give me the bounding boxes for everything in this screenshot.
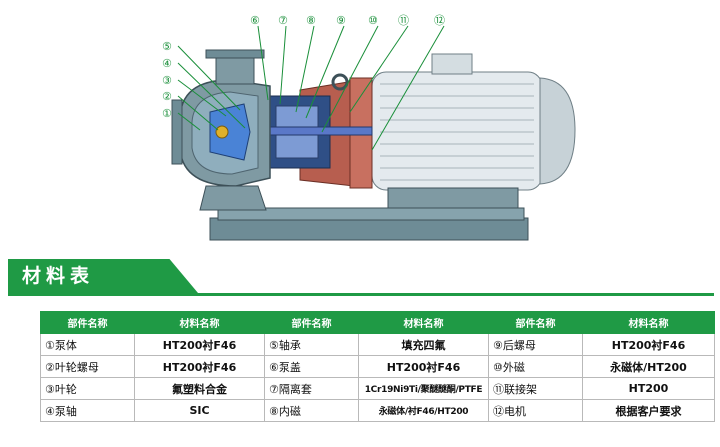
motor-terminal-box — [431, 53, 473, 75]
material-cell: HT200衬F46 — [582, 333, 715, 356]
table-header-row: 部件名称 材料名称 部件名称 材料名称 部件名称 材料名称 — [40, 311, 715, 334]
part-cell: ⑤轴承 — [264, 333, 359, 356]
material-cell: 永磁体/HT200 — [582, 355, 715, 378]
lifting-eye — [331, 73, 349, 91]
base-rail — [217, 207, 525, 221]
material-cell: HT200衬F46 — [134, 333, 265, 356]
callout-2: ② — [162, 90, 172, 103]
part-cell: ⑪联接架 — [488, 377, 583, 400]
pump-cutaway-diagram: ① ② ③ ④ ⑤ ⑥ ⑦ ⑧ ⑨ ⑩ ⑪ ⑫ — [162, 14, 576, 241]
header-part-name: 部件名称 — [488, 311, 583, 334]
table-row: ①泵体 HT200衬F46 ⑤轴承 填充四氟 ⑨后螺母 HT200衬F46 — [40, 333, 715, 356]
header-material-name: 材料名称 — [582, 311, 715, 334]
header-material-name: 材料名称 — [134, 311, 265, 334]
impeller-nut — [215, 125, 229, 139]
part-cell: ⑫电机 — [488, 399, 583, 422]
materials-table: 部件名称 材料名称 部件名称 材料名称 部件名称 材料名称 ①泵体 HT200衬… — [40, 311, 715, 422]
part-cell: ③叶轮 — [40, 377, 135, 400]
section-title: 材料表 — [22, 265, 95, 287]
header-part-name: 部件名称 — [264, 311, 359, 334]
suction-flange — [171, 99, 183, 165]
callout-9: ⑨ — [336, 14, 346, 27]
motor-fins — [380, 83, 534, 181]
part-cell: ⑥泵盖 — [264, 355, 359, 378]
base-frame — [209, 217, 529, 241]
callouts: ① ② ③ ④ ⑤ ⑥ ⑦ ⑧ ⑨ ⑩ ⑪ ⑫ — [162, 14, 445, 120]
motor-body — [371, 71, 543, 191]
discharge-flange — [205, 49, 265, 59]
material-cell: 永磁体/衬F46/HT200 — [358, 399, 489, 422]
part-cell: ④泵轴 — [40, 399, 135, 422]
callout-12: ⑫ — [434, 14, 445, 27]
material-cell: HT200 — [582, 377, 715, 400]
table-row: ④泵轴 SIC ⑧内磁 永磁体/衬F46/HT200 ⑫电机 根据客户要求 — [40, 399, 715, 422]
material-cell: SIC — [134, 399, 265, 422]
header-material-name: 材料名称 — [358, 311, 489, 334]
table-row: ②叶轮螺母 HT200衬F46 ⑥泵盖 HT200衬F46 ⑩外磁 永磁体/HT… — [40, 355, 715, 378]
material-cell: 氟塑料合金 — [134, 377, 265, 400]
material-cell: HT200衬F46 — [134, 355, 265, 378]
title-underline — [8, 293, 714, 296]
callout-1: ① — [162, 107, 172, 120]
section-title-bar — [8, 259, 198, 293]
callout-11: ⑪ — [398, 14, 409, 27]
callout-10: ⑩ — [368, 14, 378, 27]
motor-feet — [387, 187, 519, 209]
part-cell: ⑨后螺母 — [488, 333, 583, 356]
header-part-name: 部件名称 — [40, 311, 135, 334]
part-cell: ②叶轮螺母 — [40, 355, 135, 378]
part-cell: ⑧内磁 — [264, 399, 359, 422]
part-cell: ⑩外磁 — [488, 355, 583, 378]
callout-7: ⑦ — [278, 14, 288, 27]
impeller — [209, 103, 251, 161]
material-cell: 1Cr19Ni9Ti/聚醚醚酮/PTFE — [358, 377, 489, 400]
leader-lines — [177, 25, 445, 151]
motor-end-cover — [539, 77, 576, 185]
callout-6: ⑥ — [250, 14, 260, 27]
callout-5: ⑤ — [162, 40, 172, 53]
callout-4: ④ — [162, 57, 172, 70]
callout-3: ③ — [162, 74, 172, 87]
table-row: ③叶轮 氟塑料合金 ⑦隔离套 1Cr19Ni9Ti/聚醚醚酮/PTFE ⑪联接架… — [40, 377, 715, 400]
part-cell: ①泵体 — [40, 333, 135, 356]
callout-8: ⑧ — [306, 14, 316, 27]
part-cell: ⑦隔离套 — [264, 377, 359, 400]
pump-foot — [199, 185, 267, 211]
material-cell: HT200衬F46 — [358, 355, 489, 378]
material-cell: 填充四氟 — [358, 333, 489, 356]
material-cell: 根据客户要求 — [582, 399, 715, 422]
discharge-nozzle — [215, 55, 255, 85]
